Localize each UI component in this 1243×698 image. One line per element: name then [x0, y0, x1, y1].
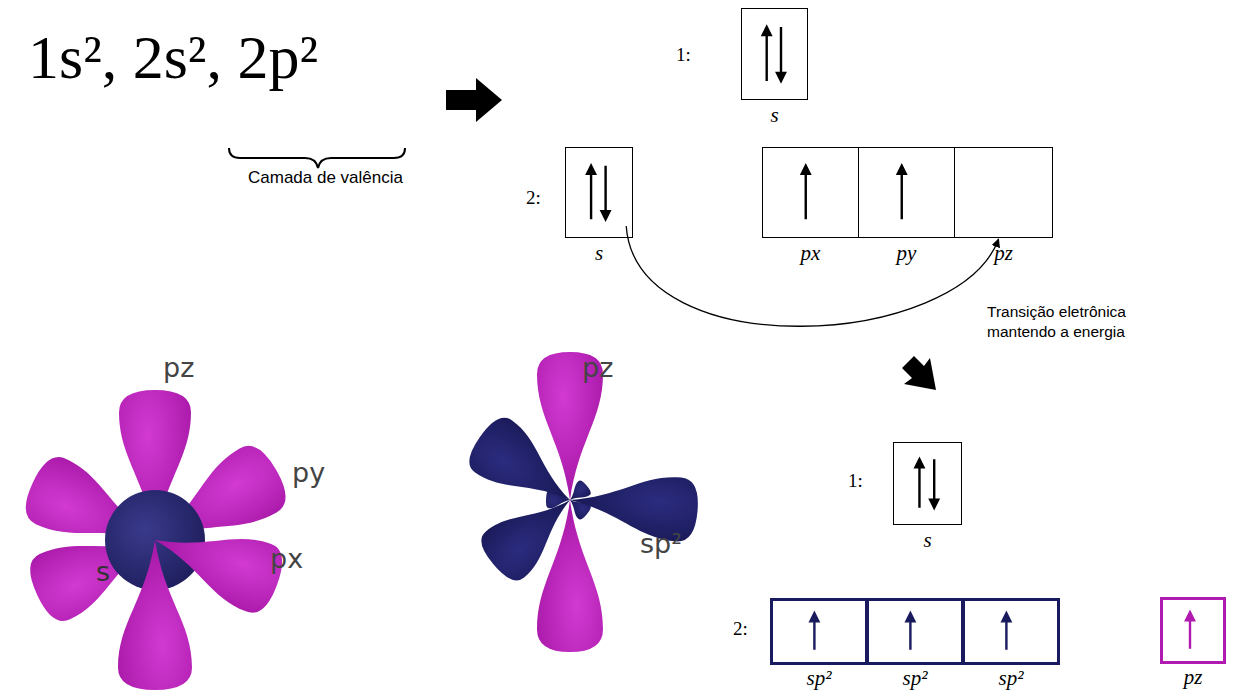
edge-label: Transição eletrônica mantendo a energia — [985, 302, 1159, 342]
spin-arrows — [773, 601, 865, 662]
orbital-name: pz — [955, 241, 1052, 266]
row-number: 1: — [676, 44, 691, 66]
orbital-label: s — [96, 556, 110, 587]
row-number: 2: — [526, 187, 541, 209]
orbital-box: px — [762, 147, 859, 238]
row-number: 2: — [733, 618, 748, 640]
row-number: 1: — [848, 470, 863, 492]
spin-arrows — [566, 148, 632, 237]
orbital-label: px — [270, 543, 303, 574]
orbital-name: s — [742, 103, 807, 128]
orbital-name: sp² — [869, 666, 961, 691]
orbital-box: pz — [954, 147, 1053, 238]
curly-bracket — [229, 148, 405, 168]
orbital-label: sp² — [640, 528, 682, 559]
orbital-box: s — [565, 147, 633, 238]
big-arrow — [902, 356, 936, 390]
orbital-box: s — [741, 8, 808, 100]
spin-arrows — [955, 148, 1052, 237]
orbital-lobe — [537, 500, 603, 652]
spin-arrows — [869, 601, 961, 662]
shell-label: Camada de valência — [248, 168, 403, 188]
orbital-name: pz — [1163, 665, 1223, 690]
spin-arrows — [859, 148, 954, 237]
orbital-name: sp² — [965, 666, 1057, 691]
orbital-box: sp² — [962, 598, 1060, 665]
spin-arrows — [965, 601, 1057, 662]
orbital-box: py — [858, 147, 955, 238]
big-arrow — [446, 78, 502, 122]
spin-arrows — [742, 9, 807, 99]
transition-arrow — [626, 226, 998, 326]
formula: 1s², 2s², 2p² — [28, 22, 318, 93]
spin-arrows — [1163, 600, 1223, 661]
orbital-box: s — [893, 442, 962, 525]
orbital-label: pz — [163, 352, 194, 383]
orbital-name: sp² — [773, 666, 865, 691]
spin-arrows — [894, 443, 961, 524]
orbital-box: pz — [1160, 597, 1226, 664]
orbital-box: sp² — [866, 598, 964, 665]
spin-arrows — [763, 148, 858, 237]
orbital-box: sp² — [770, 598, 868, 665]
orbital-label: py — [292, 457, 325, 488]
orbital-name: py — [859, 241, 954, 266]
orbital-name: s — [894, 528, 961, 553]
orbital-name: s — [566, 241, 632, 266]
orbital-lobe — [118, 540, 192, 690]
orbital-name: px — [763, 241, 858, 266]
orbital-label: pz — [582, 352, 613, 383]
